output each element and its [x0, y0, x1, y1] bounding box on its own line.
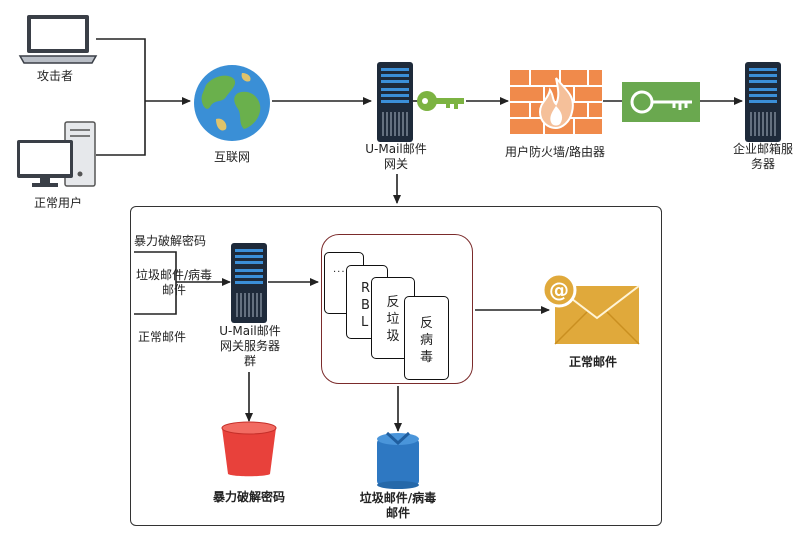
- enterprise-server-icon: [745, 62, 781, 142]
- attacker-label: 攻击者: [36, 69, 73, 83]
- input-bracket-top: [134, 251, 177, 282]
- brute-force-output-label: 暴力破解密码: [212, 490, 285, 504]
- key-icon: [417, 91, 464, 111]
- input-spam-virus-label: 垃圾邮件/病毒 邮件: [135, 268, 213, 297]
- gateway-detail-panel: [130, 206, 662, 526]
- laptop-icon: [18, 15, 98, 64]
- spam-bucket-icon: [377, 431, 419, 489]
- gateway-server-icon: [377, 62, 413, 142]
- envelope-icon: @: [541, 272, 640, 345]
- normal-mail-output-label: 正常邮件: [568, 355, 617, 369]
- input-bracket-bottom: [134, 282, 177, 315]
- desktop-computer-icon: [17, 121, 96, 187]
- umail-gateway-label: U-Mail邮件 网关: [365, 142, 427, 171]
- svg-text:@: @: [549, 278, 569, 302]
- filter-chain-group: [321, 234, 473, 384]
- firewall-icon: [510, 70, 602, 134]
- server-group-label: U-Mail邮件 网关服务器 群: [219, 324, 281, 368]
- gateway-server-group-icon: [231, 243, 267, 323]
- internet-label: 互联网: [213, 150, 250, 164]
- filter-card-antivirus: 反 病 毒: [404, 296, 449, 380]
- normal-user-label: 正常用户: [33, 196, 82, 210]
- brute-force-bucket-icon: [221, 421, 277, 477]
- input-normal-mail-label: 正常邮件: [138, 330, 187, 344]
- spam-virus-output-label: 垃圾邮件/病毒 邮件: [359, 491, 437, 520]
- attacker-user-connector: [96, 38, 146, 156]
- globe-icon: [194, 65, 270, 141]
- firewall-router-label: 用户防火墙/路由器: [504, 145, 606, 159]
- key-badge-icon: [622, 82, 700, 122]
- enterprise-mail-server-label: 企业邮箱服 务器: [732, 142, 793, 171]
- input-brute-force-label: 暴力破解密码: [134, 234, 207, 248]
